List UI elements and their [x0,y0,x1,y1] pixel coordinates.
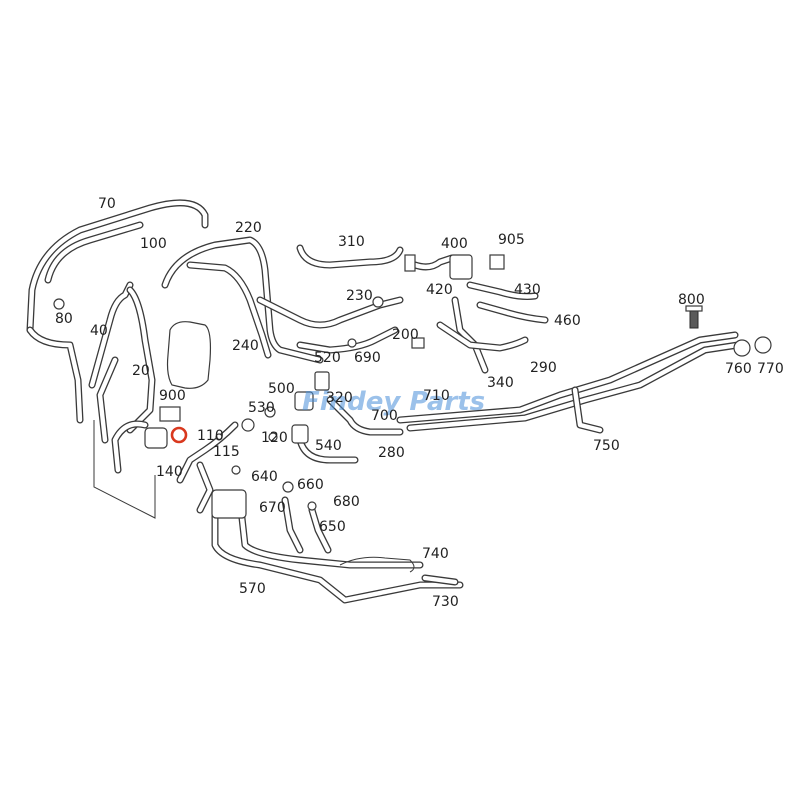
callout-280: 280 [378,445,405,461]
callout-20: 20 [132,363,150,379]
callout-530: 530 [248,400,275,416]
callout-115: 115 [213,444,240,460]
callout-570: 570 [239,581,266,597]
callout-70: 70 [98,196,116,212]
callout-770: 770 [757,361,784,377]
callout-660: 660 [297,477,324,493]
callout-670: 670 [259,500,286,516]
callout-730: 730 [432,594,459,610]
watermark-logo: Findey Parts [302,387,485,417]
highlighted-o-ring [170,426,188,444]
callout-140: 140 [156,464,183,480]
callout-640: 640 [251,469,278,485]
callout-230: 230 [346,288,373,304]
callout-650: 650 [319,519,346,535]
callout-680: 680 [333,494,360,510]
callout-340: 340 [487,375,514,391]
callout-120: 120 [261,430,288,446]
callout-430: 430 [514,282,541,298]
callout-500: 500 [268,381,295,397]
callout-40: 40 [90,323,108,339]
callout-100: 100 [140,236,167,252]
callout-760: 760 [725,361,752,377]
callout-420: 420 [426,282,453,298]
callout-905: 905 [498,232,525,248]
callout-710: 710 [423,388,450,404]
callout-700: 700 [371,408,398,424]
callout-520: 520 [314,350,341,366]
parts [53,254,772,519]
callout-80: 80 [55,311,73,327]
callout-320: 320 [326,390,353,406]
callout-240: 240 [232,338,259,354]
callout-750: 750 [593,438,620,454]
callout-290: 290 [530,360,557,376]
callout-310: 310 [338,234,365,250]
callout-540: 540 [315,438,342,454]
callout-labels: 70 100 220 310 400 905 80 230 420 430 80… [55,196,784,610]
callout-220: 220 [235,220,262,236]
callout-400: 400 [441,236,468,252]
callout-110: 110 [197,428,224,444]
callout-460: 460 [554,313,581,329]
callout-740: 740 [422,546,449,562]
callout-200: 200 [392,327,419,343]
callout-690: 690 [354,350,381,366]
hose-lines [26,199,742,604]
callout-800: 800 [678,292,705,308]
callout-900: 900 [159,388,186,404]
